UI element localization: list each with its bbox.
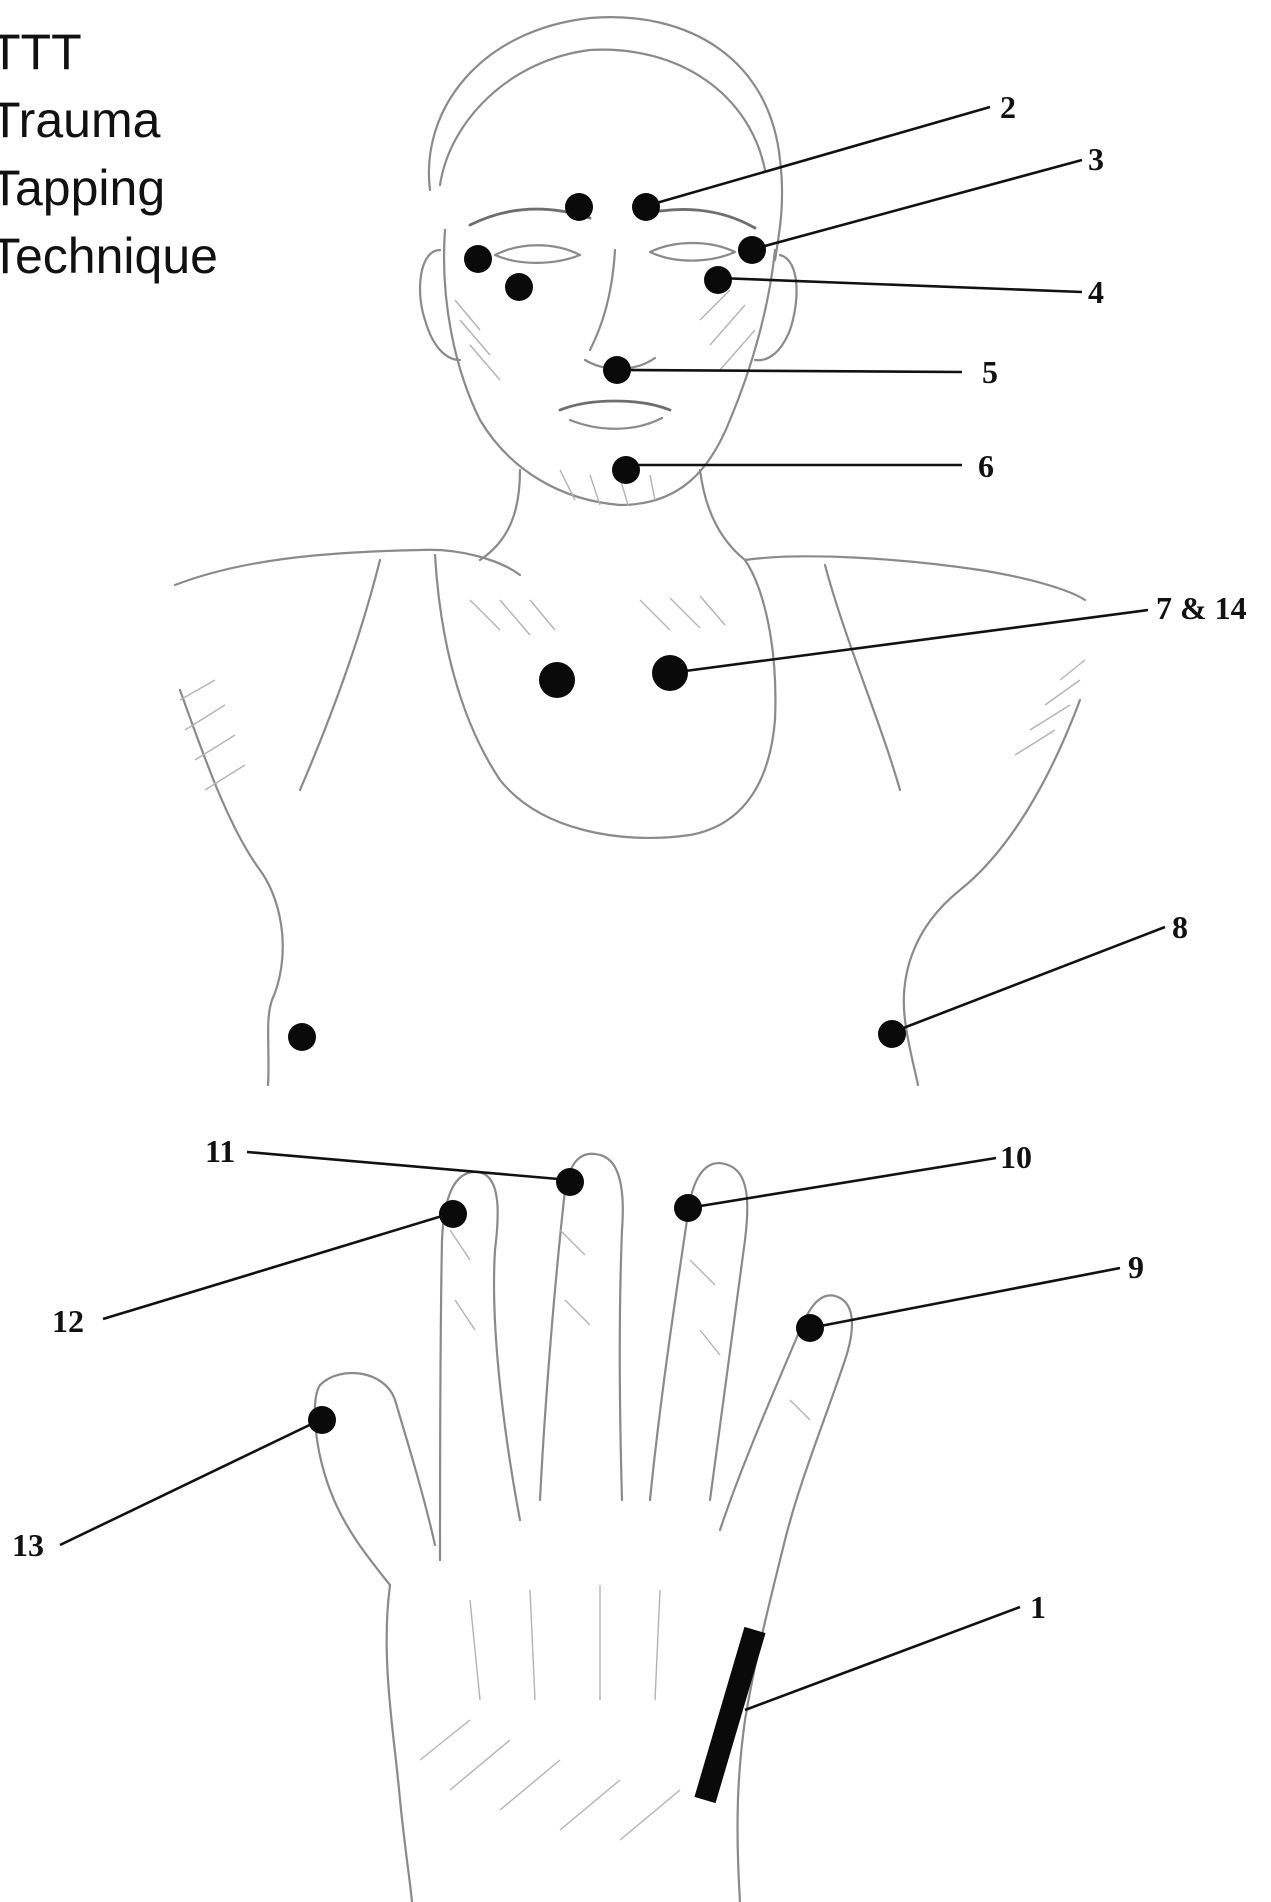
leader-line-4 [718,278,1082,292]
leader-line-11 [247,1152,570,1180]
point-4-left-under-eye [505,273,533,301]
point-6-chin [612,456,640,484]
leader-line-8 [893,927,1165,1032]
leader-lines [60,107,1165,1710]
point-labels: 2 3 4 5 6 7 & 14 8 11 10 12 9 13 1 [12,89,1247,1625]
point-12-index-finger [439,1200,467,1228]
leader-line-5 [618,370,962,372]
point-7-14-left-collarbone [539,662,575,698]
tapping-points [288,193,906,1800]
label-point-6: 6 [978,448,994,484]
point-9-little-finger [796,1314,824,1342]
hand-sketch [315,1154,852,1902]
label-point-11: 11 [205,1133,235,1169]
label-point-10: 10 [1000,1139,1032,1175]
point-2-right-inner-brow [632,193,660,221]
leader-line-12 [103,1213,452,1319]
leader-line-10 [688,1158,996,1208]
point-3-right-eye-side [738,236,766,264]
point-5-under-nose [603,356,631,384]
point-4-right-under-eye [704,266,732,294]
label-point-5: 5 [982,354,998,390]
point-11-middle-finger [556,1168,584,1196]
point-7-14-right-collarbone [652,655,688,691]
point-1-hand-edge-bar [705,1630,755,1800]
point-10-ring-finger [674,1194,702,1222]
torso-sketch [175,470,1085,1085]
point-8-left-under-arm [288,1023,316,1051]
point-3-left-eye-side [464,245,492,273]
leader-line-9 [810,1268,1120,1328]
point-13-thumb [308,1406,336,1434]
label-point-13: 13 [12,1527,44,1563]
point-2-left-inner-brow [565,193,593,221]
label-point-8: 8 [1172,909,1188,945]
point-8-right-under-arm [878,1020,906,1048]
label-point-1: 1 [1030,1589,1046,1625]
label-point-7-14: 7 & 14 [1156,590,1247,626]
label-point-3: 3 [1088,141,1104,177]
label-point-4: 4 [1088,274,1104,310]
leader-line-1 [745,1607,1020,1710]
leader-line-2 [646,107,990,206]
leader-line-13 [60,1419,322,1545]
label-point-2: 2 [1000,89,1016,125]
label-point-9: 9 [1128,1249,1144,1285]
label-point-12: 12 [52,1303,84,1339]
leader-line-3 [750,160,1082,250]
leader-line-7-14 [670,610,1148,673]
